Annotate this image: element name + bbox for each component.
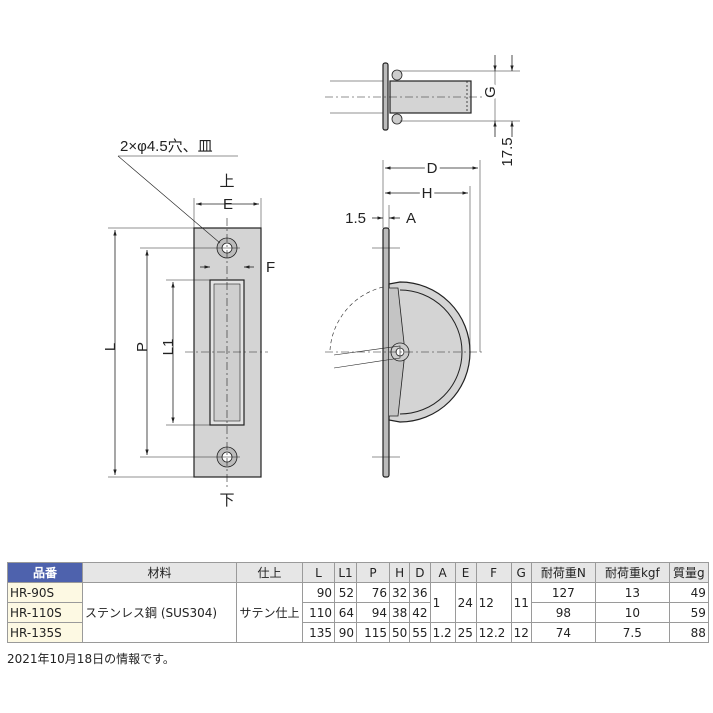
dim-f: F	[266, 259, 275, 276]
e-cell: 25	[454, 622, 477, 643]
dim-offset: 17.5	[499, 137, 516, 166]
finish-cell: サテン仕上	[236, 582, 303, 643]
l-cell: 110	[302, 602, 335, 623]
dim-e: E	[223, 196, 233, 213]
e-cell: 24	[454, 582, 477, 623]
load-kgf-cell: 10	[594, 602, 670, 623]
h-cell: 38	[388, 602, 411, 623]
l-cell: 135	[302, 622, 335, 643]
col-load-kgf: 耐荷重kgf	[594, 562, 670, 583]
p-cell: 94	[356, 602, 390, 623]
dim-d: D	[427, 160, 438, 177]
dim-p: P	[134, 342, 151, 352]
col-material: 材料	[82, 562, 237, 583]
h-cell: 50	[388, 622, 411, 643]
f-cell: 12.2	[475, 622, 512, 643]
f-cell: 12	[475, 582, 512, 623]
mass-cell: 59	[668, 602, 709, 623]
side-view	[325, 160, 482, 478]
material-cell: ステンレス鋼 (SUS304)	[82, 582, 237, 643]
col-f: F	[475, 562, 512, 583]
front-view	[108, 155, 268, 488]
g-cell: 12	[510, 622, 532, 643]
load-n-cell: 127	[530, 582, 596, 603]
dim-l1: L1	[160, 339, 177, 356]
a-cell: 1.2	[429, 622, 456, 643]
g-cell: 11	[510, 582, 532, 623]
col-a: A	[429, 562, 456, 583]
col-p: P	[356, 562, 390, 583]
model-cell: HR-135S	[7, 622, 83, 643]
technical-drawing: 2×φ4.5穴、皿 上 下 E F L P L1 D H 1.5 A G 17.…	[102, 55, 520, 509]
l1-cell: 64	[334, 602, 357, 623]
col-g: G	[510, 562, 532, 583]
col-l1: L1	[334, 562, 357, 583]
col-load-n: 耐荷重N	[530, 562, 596, 583]
col-model: 品番	[7, 562, 83, 583]
l-cell: 90	[302, 582, 335, 603]
col-l: L	[302, 562, 335, 583]
table-row: HR-110S 110 64 94 38 42 98 10 59	[7, 602, 709, 623]
load-kgf-cell: 13	[594, 582, 670, 603]
top-view	[325, 55, 520, 137]
p-cell: 76	[356, 582, 390, 603]
l1-cell: 52	[334, 582, 357, 603]
table-row: HR-90S ステンレス鋼 (SUS304) サテン仕上 90 52 76 32…	[7, 582, 709, 643]
model-cell: HR-110S	[7, 602, 83, 623]
col-finish: 仕上	[236, 562, 303, 583]
d-cell: 42	[409, 602, 431, 623]
dim-a: A	[406, 210, 416, 227]
table-header: 品番 材料 仕上 L L1 P H D A E F G 耐荷重N 耐荷重kgf …	[7, 562, 709, 583]
col-e: E	[454, 562, 477, 583]
info-date-note: 2021年10月18日の情報です。	[7, 652, 175, 666]
d-cell: 36	[409, 582, 431, 603]
load-kgf-cell: 7.5	[594, 622, 670, 643]
h-cell: 32	[388, 582, 411, 603]
dim-h: H	[422, 185, 433, 202]
a-cell: 1	[429, 582, 456, 623]
p-cell: 115	[356, 622, 390, 643]
load-n-cell: 74	[530, 622, 596, 643]
spec-table: 品番 材料 仕上 L L1 P H D A E F G 耐荷重N 耐荷重kgf …	[7, 562, 709, 643]
col-d: D	[409, 562, 431, 583]
col-h: H	[388, 562, 411, 583]
hole-note: 2×φ4.5穴、皿	[120, 138, 213, 155]
bottom-mark: 下	[219, 492, 234, 509]
model-cell: HR-90S	[7, 582, 83, 603]
top-mark: 上	[219, 173, 234, 190]
dim-thickness: 1.5	[345, 210, 366, 227]
load-n-cell: 98	[530, 602, 596, 623]
table-row: HR-135S 135 90 115 50 55 1.2 25 12.2 12 …	[7, 622, 709, 643]
dim-l: L	[102, 343, 119, 351]
mass-cell: 49	[668, 582, 709, 603]
l1-cell: 90	[334, 622, 357, 643]
mass-cell: 88	[668, 622, 709, 643]
d-cell: 55	[409, 622, 431, 643]
dim-g: G	[482, 86, 499, 98]
col-mass: 質量g	[668, 562, 709, 583]
